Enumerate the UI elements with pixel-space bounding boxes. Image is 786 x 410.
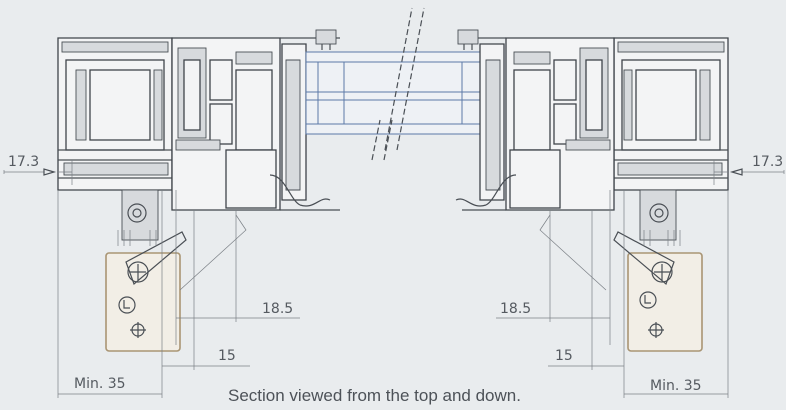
left-hardware — [105, 189, 187, 352]
right-offset-label: 17.3 — [752, 154, 783, 170]
left-clearance-label: 15 — [218, 348, 236, 364]
right-clearance-label: 15 — [555, 348, 573, 364]
right-frame-profile — [455, 29, 729, 211]
left-min-label: Min. 35 — [74, 376, 126, 392]
right-hardware — [613, 189, 703, 352]
left-frame-profile — [57, 29, 340, 211]
left-gap-label: 18.5 — [262, 301, 293, 317]
dimension-lines — [3, 160, 785, 398]
left-offset-label: 17.3 — [8, 154, 39, 170]
right-min-label: Min. 35 — [650, 378, 702, 394]
drawing-caption: Section viewed from the top and down. — [228, 386, 521, 405]
right-gap-label: 18.5 — [500, 301, 531, 317]
